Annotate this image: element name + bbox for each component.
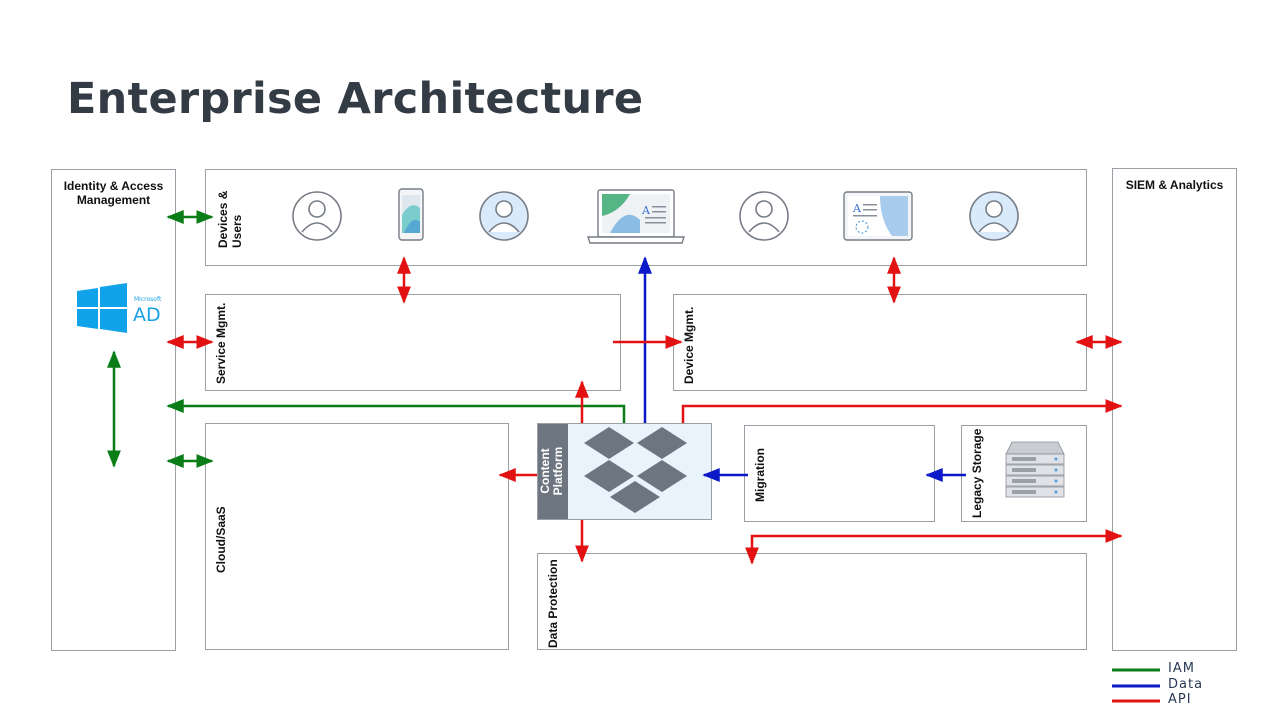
ad-logo-big-text: AD	[133, 304, 161, 326]
user-icon	[969, 191, 1019, 241]
legend	[1112, 668, 1160, 703]
laptop-icon: A	[587, 189, 685, 244]
legend-api-label: API	[1168, 692, 1192, 707]
user-icon	[292, 191, 342, 241]
siem-column	[1112, 168, 1237, 651]
iam-column-label: Identity & Access Management	[63, 179, 164, 207]
windows-ad-logo: Microsoft AD	[77, 283, 162, 333]
svg-text:A: A	[641, 204, 651, 217]
page-title: Enterprise Architecture	[67, 74, 644, 124]
windows-logo-icon	[77, 283, 127, 333]
cloud-saas-block	[205, 423, 509, 650]
iam-content-platform-connector	[166, 399, 626, 423]
content-platform-band	[538, 424, 568, 519]
phone-icon	[398, 188, 424, 241]
data-protection-block	[537, 553, 1087, 650]
user-icon	[479, 191, 529, 241]
user-icon	[739, 191, 789, 241]
legend-iam-label: IAM	[1168, 661, 1195, 676]
api-content-siem-connector	[681, 399, 1123, 423]
content-platform-logo-icon	[584, 427, 687, 513]
svg-text:A: A	[852, 202, 862, 215]
tablet-icon: A	[843, 191, 913, 241]
api-siem-dataprotection-connector	[745, 529, 1123, 565]
legend-data-label: Data	[1168, 677, 1204, 692]
siem-column-label: SIEM & Analytics	[1125, 178, 1224, 192]
server-rack-icon	[1005, 441, 1065, 498]
ad-logo-small-text: Microsoft	[134, 296, 162, 303]
